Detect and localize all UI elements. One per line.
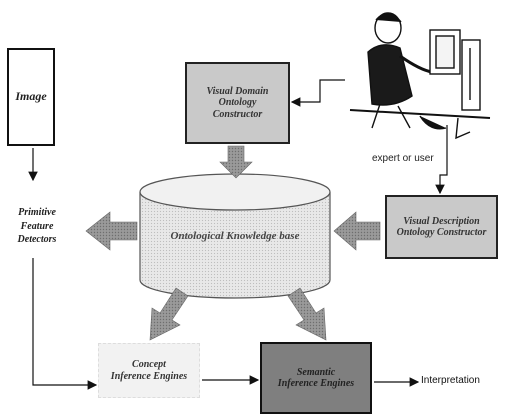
expert-to-domain-arrow — [292, 80, 345, 102]
description-to-kb-block-arrow — [334, 212, 380, 250]
domain-to-kb-block-arrow — [220, 146, 252, 178]
expert-figure-icon — [350, 13, 490, 138]
visual-description-ontology-constructor-node: Visual Description Ontology Constructor — [385, 195, 498, 259]
detectors-to-concept-arrow — [33, 258, 96, 385]
primitive-feature-detectors-label: Primitive Feature Detectors — [6, 206, 68, 247]
knowledge-base-label: Ontological Knowledge base — [140, 230, 330, 242]
expert-label: expert or user — [372, 153, 434, 164]
kb-to-concept-block-arrow — [150, 288, 188, 340]
kb-to-detectors-block-arrow — [86, 212, 137, 250]
interpretation-label: Interpretation — [421, 375, 480, 386]
concept-inference-engines-node: Concept Inference Engines — [98, 343, 200, 398]
kb-to-semantic-block-arrow — [288, 288, 326, 340]
expert-to-description-arrow — [440, 125, 447, 193]
visual-domain-ontology-constructor-node: Visual Domain Ontology Constructor — [185, 62, 290, 144]
semantic-inference-engines-node: Semantic Inference Engines — [260, 342, 372, 414]
image-node: Image — [7, 48, 55, 146]
